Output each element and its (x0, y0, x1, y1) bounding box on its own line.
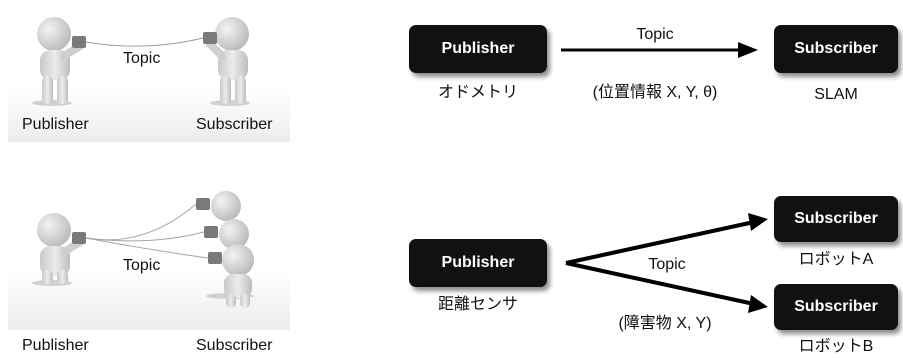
top-publisher-node: Publisher (409, 25, 547, 73)
bottom-topic-detail: (障害物 X, Y) (618, 315, 712, 332)
bottom-publisher-figure (32, 213, 86, 286)
top-subscriber-figure (203, 17, 250, 106)
bottom-illustration-subscriber-label: Subscriber (196, 337, 273, 354)
bottom-illustration-publisher-label: Publisher (22, 337, 89, 354)
top-subscriber-node: Subscriber (774, 25, 898, 73)
bottom-subscriber-a-node: Subscriber (774, 196, 898, 242)
top-string (85, 37, 204, 47)
bottom-subscriber-b-node: Subscriber (774, 284, 898, 330)
bottom-topic-label: Topic (648, 256, 686, 273)
bottom-publisher-caption: 距離センサ (437, 296, 518, 313)
top-illustration-subscriber-label: Subscriber (196, 116, 273, 133)
top-topic-detail: (位置情報 X, Y, θ) (592, 84, 718, 101)
bottom-string-1 (85, 203, 197, 241)
bottom-subscriber-a-caption: ロボットA (798, 251, 874, 268)
bottom-subscriber-b-caption: ロボットB (798, 338, 874, 355)
bottom-illustration-topic-label: Topic (123, 257, 161, 274)
bottom-publisher-node: Publisher (409, 239, 547, 287)
bottom-string-2 (85, 231, 205, 242)
bottom-subscriber-figures (196, 191, 254, 308)
top-topic-label: Topic (636, 26, 674, 43)
top-publisher-figure (32, 17, 86, 106)
top-illustration-topic-label: Topic (123, 50, 161, 67)
top-subscriber-caption: SLAM (814, 86, 858, 103)
bottom-string-3 (85, 237, 209, 259)
bottom-arrow-b (565, 261, 768, 313)
top-illustration-publisher-label: Publisher (22, 116, 89, 133)
bottom-arrow-a (565, 213, 768, 265)
top-arrow (561, 42, 758, 58)
top-publisher-caption: オドメトリ (437, 84, 518, 101)
